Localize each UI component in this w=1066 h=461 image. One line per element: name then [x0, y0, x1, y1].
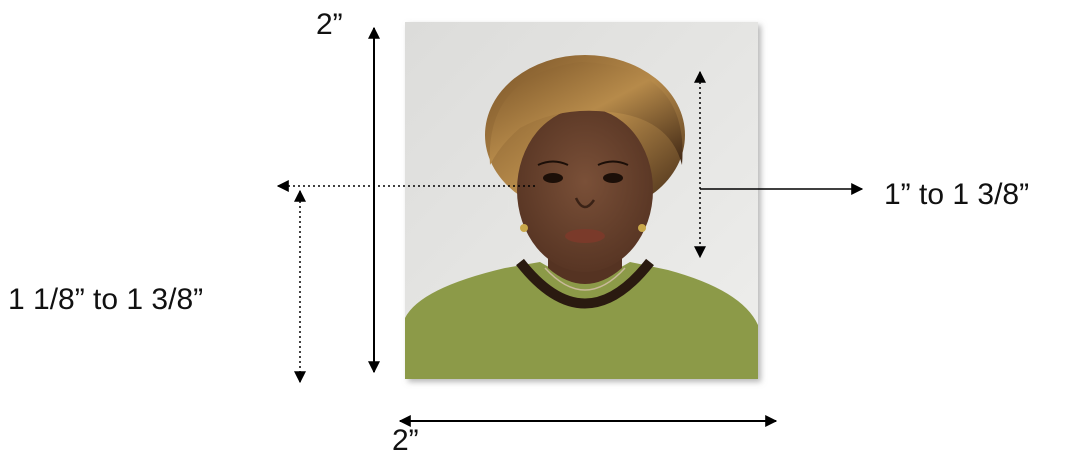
portrait-photo [405, 22, 758, 379]
photo-width-label: 2” [392, 424, 419, 457]
eye-height-label: 1 1/8” to 1 3/8” [8, 283, 204, 316]
head-size-label: 1” to 1 3/8” [884, 178, 1030, 211]
photo-height-label: 2” [316, 8, 343, 41]
